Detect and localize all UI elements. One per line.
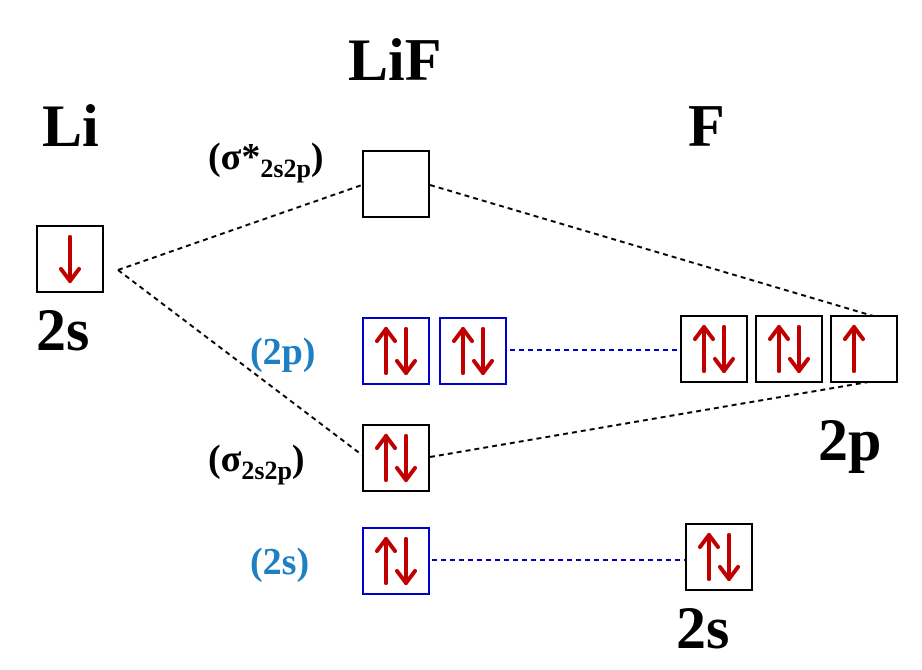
spin-up-arrow-icon <box>698 533 720 581</box>
spin-down-arrow-icon <box>59 235 81 283</box>
core-2p-orbital-box-1 <box>362 317 430 385</box>
spin-down-arrow-icon <box>472 327 494 375</box>
spin-down-arrow-icon <box>718 533 740 581</box>
spin-down-arrow-icon <box>713 325 735 373</box>
antibonding-label: (σ*2s2p) <box>208 136 324 183</box>
f-2p-label: 2p <box>818 407 882 473</box>
spin-up-arrow-icon <box>375 327 397 375</box>
spin-down-arrow-icon <box>395 327 417 375</box>
spin-up-arrow-icon <box>375 434 397 482</box>
antibonding-to-f2p-line <box>429 184 881 319</box>
molecule-title: LiF <box>348 27 442 93</box>
core-2s-orbital-box <box>362 527 430 595</box>
bonding-to-f2p-line <box>429 379 881 458</box>
spin-up-arrow-icon <box>452 327 474 375</box>
bonding-label: (σ2s2p) <box>208 438 305 485</box>
spin-up-arrow-icon <box>843 325 865 373</box>
spin-up-arrow-icon <box>693 325 715 373</box>
li-to-antibonding-line <box>117 184 363 271</box>
f-2p-orbital-box-1 <box>680 315 748 383</box>
antibonding-orbital-box <box>362 150 430 218</box>
li-to-bonding-line <box>117 269 363 456</box>
f-symbol: F <box>688 93 725 159</box>
f-2p-orbital-box-2 <box>755 315 823 383</box>
f-2s-orbital-box <box>685 523 753 591</box>
f-2s-label: 2s <box>676 595 730 661</box>
spin-down-arrow-icon <box>788 325 810 373</box>
bonding-orbital-box <box>362 424 430 492</box>
li-2s-orbital-box <box>36 225 104 293</box>
li-2s-label: 2s <box>36 297 90 363</box>
f-2p-orbital-box-3 <box>830 315 898 383</box>
li-symbol: Li <box>42 93 99 159</box>
spin-down-arrow-icon <box>395 434 417 482</box>
core-2s-label: (2s) <box>250 541 310 583</box>
spin-up-arrow-icon <box>768 325 790 373</box>
core-2p-orbital-box-2 <box>439 317 507 385</box>
spin-up-arrow-icon <box>375 537 397 585</box>
spin-down-arrow-icon <box>395 537 417 585</box>
core-2p-label: (2p) <box>250 331 316 373</box>
